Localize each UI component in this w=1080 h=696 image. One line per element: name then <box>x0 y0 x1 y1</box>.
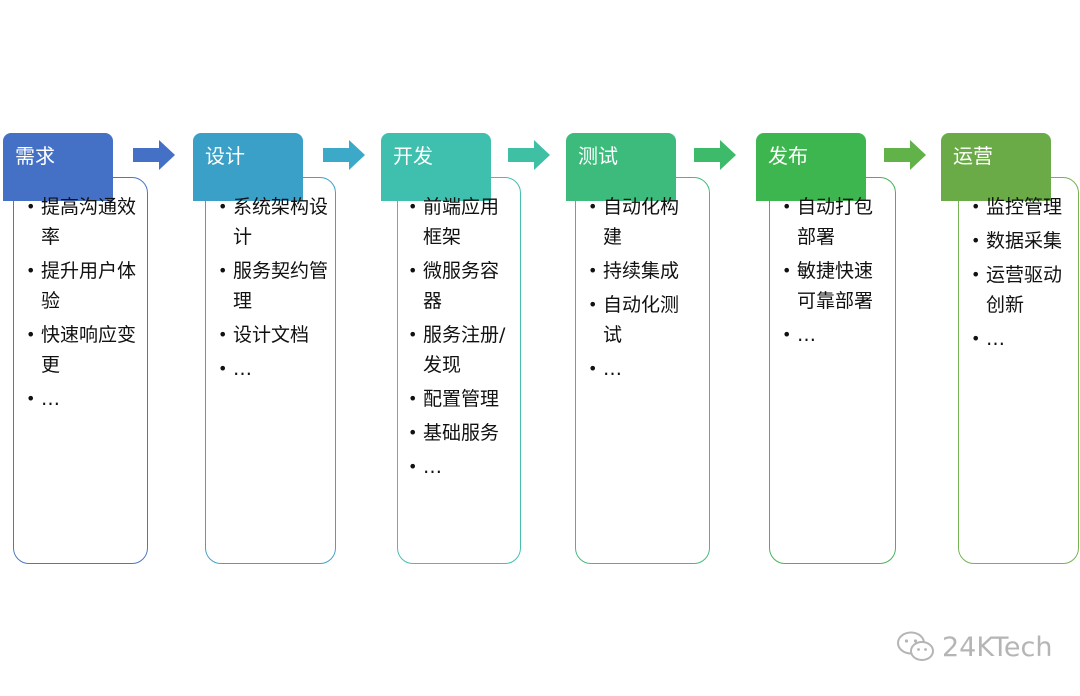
list-item: … <box>218 354 331 384</box>
stage-title: 需求 <box>15 144 55 168</box>
list-item: … <box>782 320 891 350</box>
list-item: 自动化测试 <box>588 290 697 350</box>
stage-header: 发布 <box>756 133 866 201</box>
list-item: … <box>588 354 697 384</box>
list-item: 设计文档 <box>218 320 331 350</box>
stage-title: 设计 <box>205 144 245 168</box>
stage-header: 开发 <box>381 133 491 201</box>
stage-items: 前端应用框架 微服务容器 服务注册/发现 配置管理 基础服务 … <box>408 192 517 486</box>
list-item: 数据采集 <box>971 226 1076 256</box>
stage-items: 系统架构设计 服务契约管理 设计文档 … <box>218 192 331 388</box>
watermark: 24KTech <box>896 630 1052 664</box>
arrow-right-icon <box>694 140 736 170</box>
stage-header: 需求 <box>3 133 113 201</box>
arrow-right-icon <box>884 140 926 170</box>
list-item: 运营驱动创新 <box>971 260 1076 320</box>
list-item: 服务契约管理 <box>218 256 331 316</box>
list-item: 提升用户体验 <box>26 256 139 316</box>
arrow-right-icon <box>508 140 550 170</box>
stage-header: 测试 <box>566 133 676 201</box>
stage-title: 运营 <box>953 144 993 168</box>
list-item: 敏捷快速可靠部署 <box>782 256 891 316</box>
watermark-text: 24KTech <box>942 631 1053 663</box>
list-item: 系统架构设计 <box>218 192 331 252</box>
stage-items: 监控管理 数据采集 运营驱动创新 … <box>971 192 1076 358</box>
stage-items: 提高沟通效率 提升用户体验 快速响应变更 … <box>26 192 139 418</box>
arrow-right-icon <box>133 140 175 170</box>
stage-items: 自动化构建 持续集成 自动化测试 … <box>588 192 697 388</box>
list-item: 自动打包部署 <box>782 192 891 252</box>
list-item: 基础服务 <box>408 418 517 448</box>
list-item: 微服务容器 <box>408 256 517 316</box>
list-item: … <box>971 324 1076 354</box>
stage-title: 开发 <box>393 144 433 168</box>
stage-header: 运营 <box>941 133 1051 201</box>
list-item: 服务注册/发现 <box>408 320 517 380</box>
arrow-right-icon <box>323 140 365 170</box>
list-item: 监控管理 <box>971 192 1076 222</box>
wechat-icon <box>897 631 934 661</box>
list-item: 配置管理 <box>408 384 517 414</box>
list-item: … <box>26 384 139 414</box>
list-item: 自动化构建 <box>588 192 697 252</box>
list-item: 前端应用框架 <box>408 192 517 252</box>
list-item: 提高沟通效率 <box>26 192 139 252</box>
stage-title: 测试 <box>578 144 618 168</box>
stage-items: 自动打包部署 敏捷快速可靠部署 … <box>782 192 891 354</box>
list-item: … <box>408 452 517 482</box>
stage-title: 发布 <box>768 144 808 168</box>
stage-header: 设计 <box>193 133 303 201</box>
list-item: 快速响应变更 <box>26 320 139 380</box>
list-item: 持续集成 <box>588 256 697 286</box>
